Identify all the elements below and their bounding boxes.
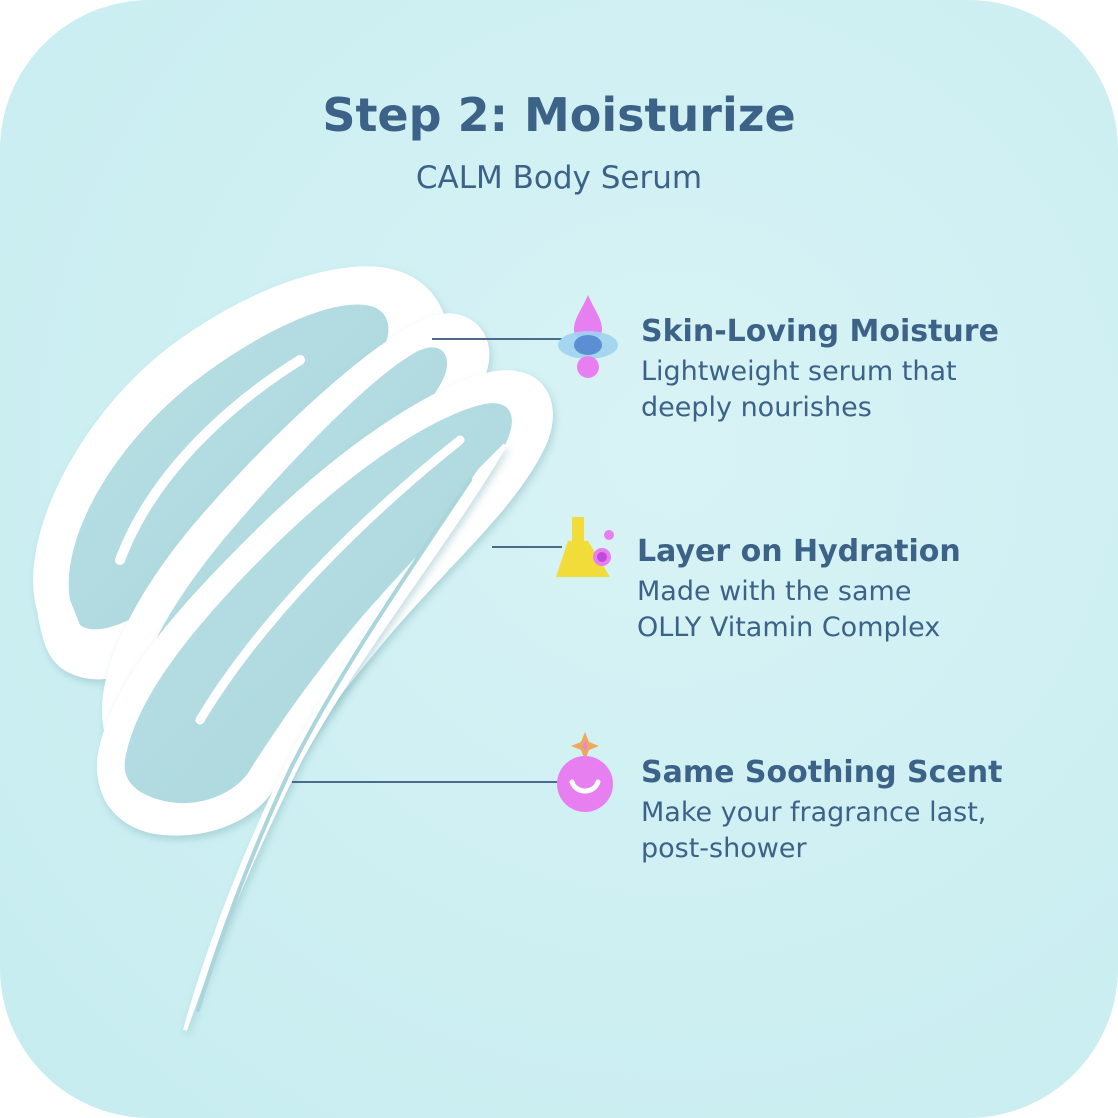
droplet-icon [558, 295, 618, 378]
feature-title: Same Soothing Scent [641, 755, 1003, 790]
feature-title: Layer on Hydration [637, 534, 961, 569]
feature-desc-line: OLLY Vitamin Complex [637, 612, 941, 643]
feature-description: Make your fragrance last, post-shower [641, 795, 1041, 867]
page-subtitle: CALM Body Serum [415, 160, 703, 196]
flask-icon [556, 517, 614, 577]
page-title: Step 2: Moisturize [322, 88, 796, 142]
feature-description: Lightweight serum that deeply nourishes [641, 354, 1041, 426]
feature-desc-line: Made with the same [637, 576, 912, 607]
feature-desc-line: deeply nourishes [641, 392, 872, 423]
feature-desc-line: post-shower [641, 833, 807, 864]
feature-layer-on-hydration: Layer on Hydration Made with the same OL… [637, 534, 1037, 646]
feature-desc-line: Lightweight serum that [641, 356, 957, 387]
feature-skin-loving-moisture: Skin-Loving Moisture Lightweight serum t… [641, 314, 1041, 426]
feature-desc-line: Make your fragrance last, [641, 797, 987, 828]
connector-line-1 [432, 338, 562, 340]
scent-bottle-icon [557, 732, 613, 812]
connector-line-3 [292, 781, 560, 783]
feature-description: Made with the same OLLY Vitamin Complex [637, 574, 1037, 646]
feature-same-soothing-scent: Same Soothing Scent Make your fragrance … [641, 755, 1041, 867]
connector-line-2 [492, 546, 562, 548]
feature-title: Skin-Loving Moisture [641, 314, 999, 349]
